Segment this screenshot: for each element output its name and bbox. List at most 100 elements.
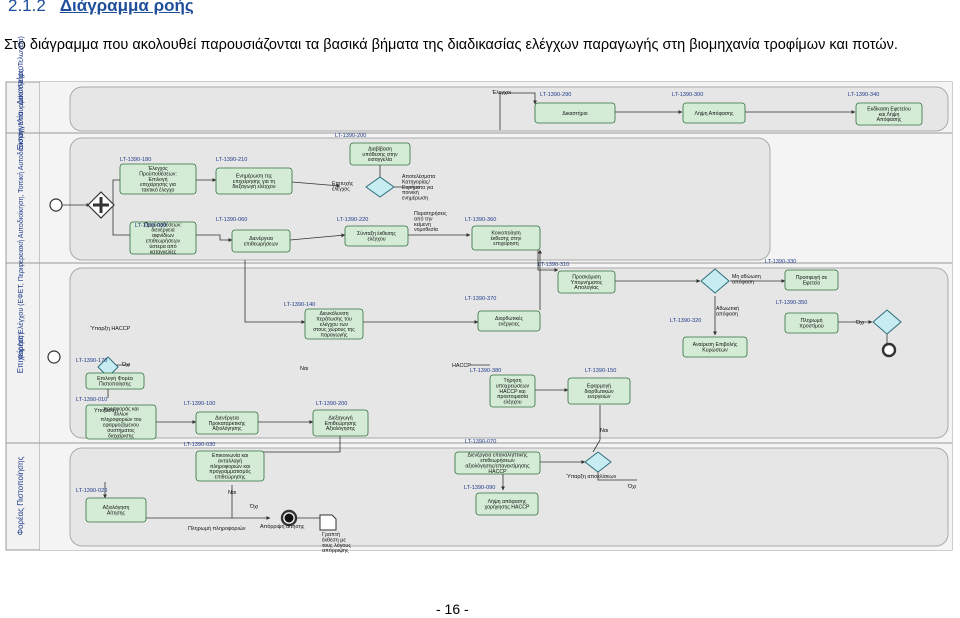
task-label: Αναίρεση Επιβολής (693, 341, 738, 348)
gateway-label: απόφαση (732, 278, 754, 285)
task-box (195, 411, 259, 435)
task-code: LT-1390-090 (464, 485, 495, 491)
task-label: προγραμματισμός (209, 468, 251, 475)
gateway-label: Παρατηρήσεις (414, 210, 447, 217)
task-label: Προκαταρκτικής (209, 420, 246, 427)
task-label: επιχείρησης για τη (233, 179, 275, 185)
task-code: LT-1390-320 (670, 318, 701, 324)
task-label: και Λήψη (879, 111, 900, 118)
task-box (557, 270, 616, 294)
gateway-label: Αθωωτική (716, 305, 739, 312)
edge-label: Όχι (121, 362, 131, 368)
task-label: Κυρώσεων (702, 348, 728, 354)
lane-label-column (5, 81, 41, 551)
pool-region-company (69, 267, 949, 439)
task-box (855, 102, 923, 126)
task-label: Προϋποθέσεων: (139, 170, 177, 177)
task-label: Εφετείο (803, 281, 821, 287)
task-label: Προϋποθέσεων: (144, 221, 182, 228)
task-label: Πιστοποίησης (99, 382, 131, 388)
task-label: Λήψη Απόφασης (695, 110, 734, 117)
task-label: Διορθωτικές (495, 315, 523, 322)
edge-label: έκθεση με (322, 536, 346, 543)
edge-label: HACCP (452, 363, 471, 369)
task-label: στους χώρους της (313, 327, 355, 333)
edge-label: Γραπτή (322, 531, 340, 538)
task-box (784, 312, 839, 334)
task-label: Σύνταξη έκθεσης (357, 230, 396, 237)
task-label: διορθωτικών (584, 389, 614, 395)
task-code: LT-1390-170 (76, 358, 107, 364)
task-label: επιχείρησης για (140, 182, 176, 188)
task-code: LT-1390-030 (184, 442, 215, 448)
task-label: επιχείρηση (493, 241, 518, 247)
task-label: Απόφασης (877, 116, 902, 123)
task-label: Διενέργεια (249, 235, 273, 242)
task-label: Πληρωμή (800, 317, 822, 324)
task-label: Αξιολόγηση (103, 504, 130, 511)
gateway-decision (700, 268, 730, 294)
task-label: Έλεγχος (147, 166, 168, 172)
task-label: Δικαστήριο (562, 110, 587, 117)
gateway-label: ποινική (402, 189, 419, 196)
task-label: ύστερα από (149, 243, 176, 250)
task-label: προετοιμασία (497, 394, 528, 400)
task-extra: Προϋποθέσεων:διενέργειααιφνίδιωνεπιθεωρή… (129, 221, 197, 255)
edge-label: Όχι (627, 484, 637, 490)
task-label: παραγωγής (320, 332, 348, 339)
task-label: εισαγγελία (368, 157, 392, 163)
task-box (784, 269, 839, 291)
gateway-fine (872, 309, 902, 335)
task-box (231, 229, 291, 253)
task-label: χορήγησης HACCP (485, 504, 531, 511)
task-label: Προσκόμιση (572, 273, 601, 280)
task-box (567, 377, 631, 405)
task-decision: Λήψη Απόφασης LT-1390-300 (672, 92, 746, 124)
task-reinspect: Διενέργεια επαναληπτικήςεπιθεωρήσεωναξιο… (454, 439, 541, 475)
edge-label: Ναι (600, 428, 609, 434)
gateway-label: Αποτελέσματα (402, 173, 435, 180)
task-label: ανταλλαγή (218, 457, 242, 464)
edge-label: Ύπαρξη αποκλίσεων (566, 474, 617, 480)
task-box (489, 374, 536, 408)
task-precheck: ΔιενέργειαΠροκαταρκτικήςΑξιολόγησηςLT-13… (184, 401, 259, 435)
edge-label: Ναι (300, 366, 309, 372)
task-code: LT-1390-180 (120, 157, 151, 163)
task-code: LT-1390-300 (672, 92, 703, 98)
gateway-result (365, 176, 395, 198)
page-number: - 16 - (436, 601, 469, 617)
task-label: υπόθεσης στην (362, 151, 398, 158)
task-eval: ΔιεξαγωγήΕπιθεώρησηςΑξιολόγησηςLT-1390-2… (312, 401, 369, 437)
task-box (454, 451, 541, 475)
edge-label: Έλεγχοι (491, 90, 512, 96)
task-label: επιθεωρήσεων (480, 457, 515, 464)
task-label: περάτωσης του (316, 315, 352, 322)
task-code: LT-1390-100 (184, 401, 215, 407)
task-label: Αξιολόγησης (212, 425, 242, 432)
parallel-gateway (87, 191, 115, 219)
task-label: Αξιολόγησης (326, 425, 356, 432)
gateway-label: Κατηγορίας/ (402, 179, 430, 185)
section-number: 2.1.2 (8, 0, 46, 15)
task-box (349, 142, 411, 166)
task-code: LT-1390-150 (585, 368, 616, 374)
task-label: έκθεσης στην (491, 235, 522, 242)
task-label: προσφοράς και (103, 405, 138, 412)
task-label: Απολογίας (574, 285, 599, 291)
task-label: ελέγχου των (320, 321, 349, 328)
edge-label: Απόρριψη αίτησης (260, 523, 305, 530)
edge-label: Πληρωμή πληροφοριών (188, 525, 246, 532)
gateway-label: έλεγχος (332, 185, 350, 192)
start-event-company (47, 350, 61, 364)
task-code: LT-1390-330 (765, 259, 796, 265)
task-label: διαχείρισης (108, 433, 134, 439)
task-label: Τήρηση (504, 377, 522, 384)
